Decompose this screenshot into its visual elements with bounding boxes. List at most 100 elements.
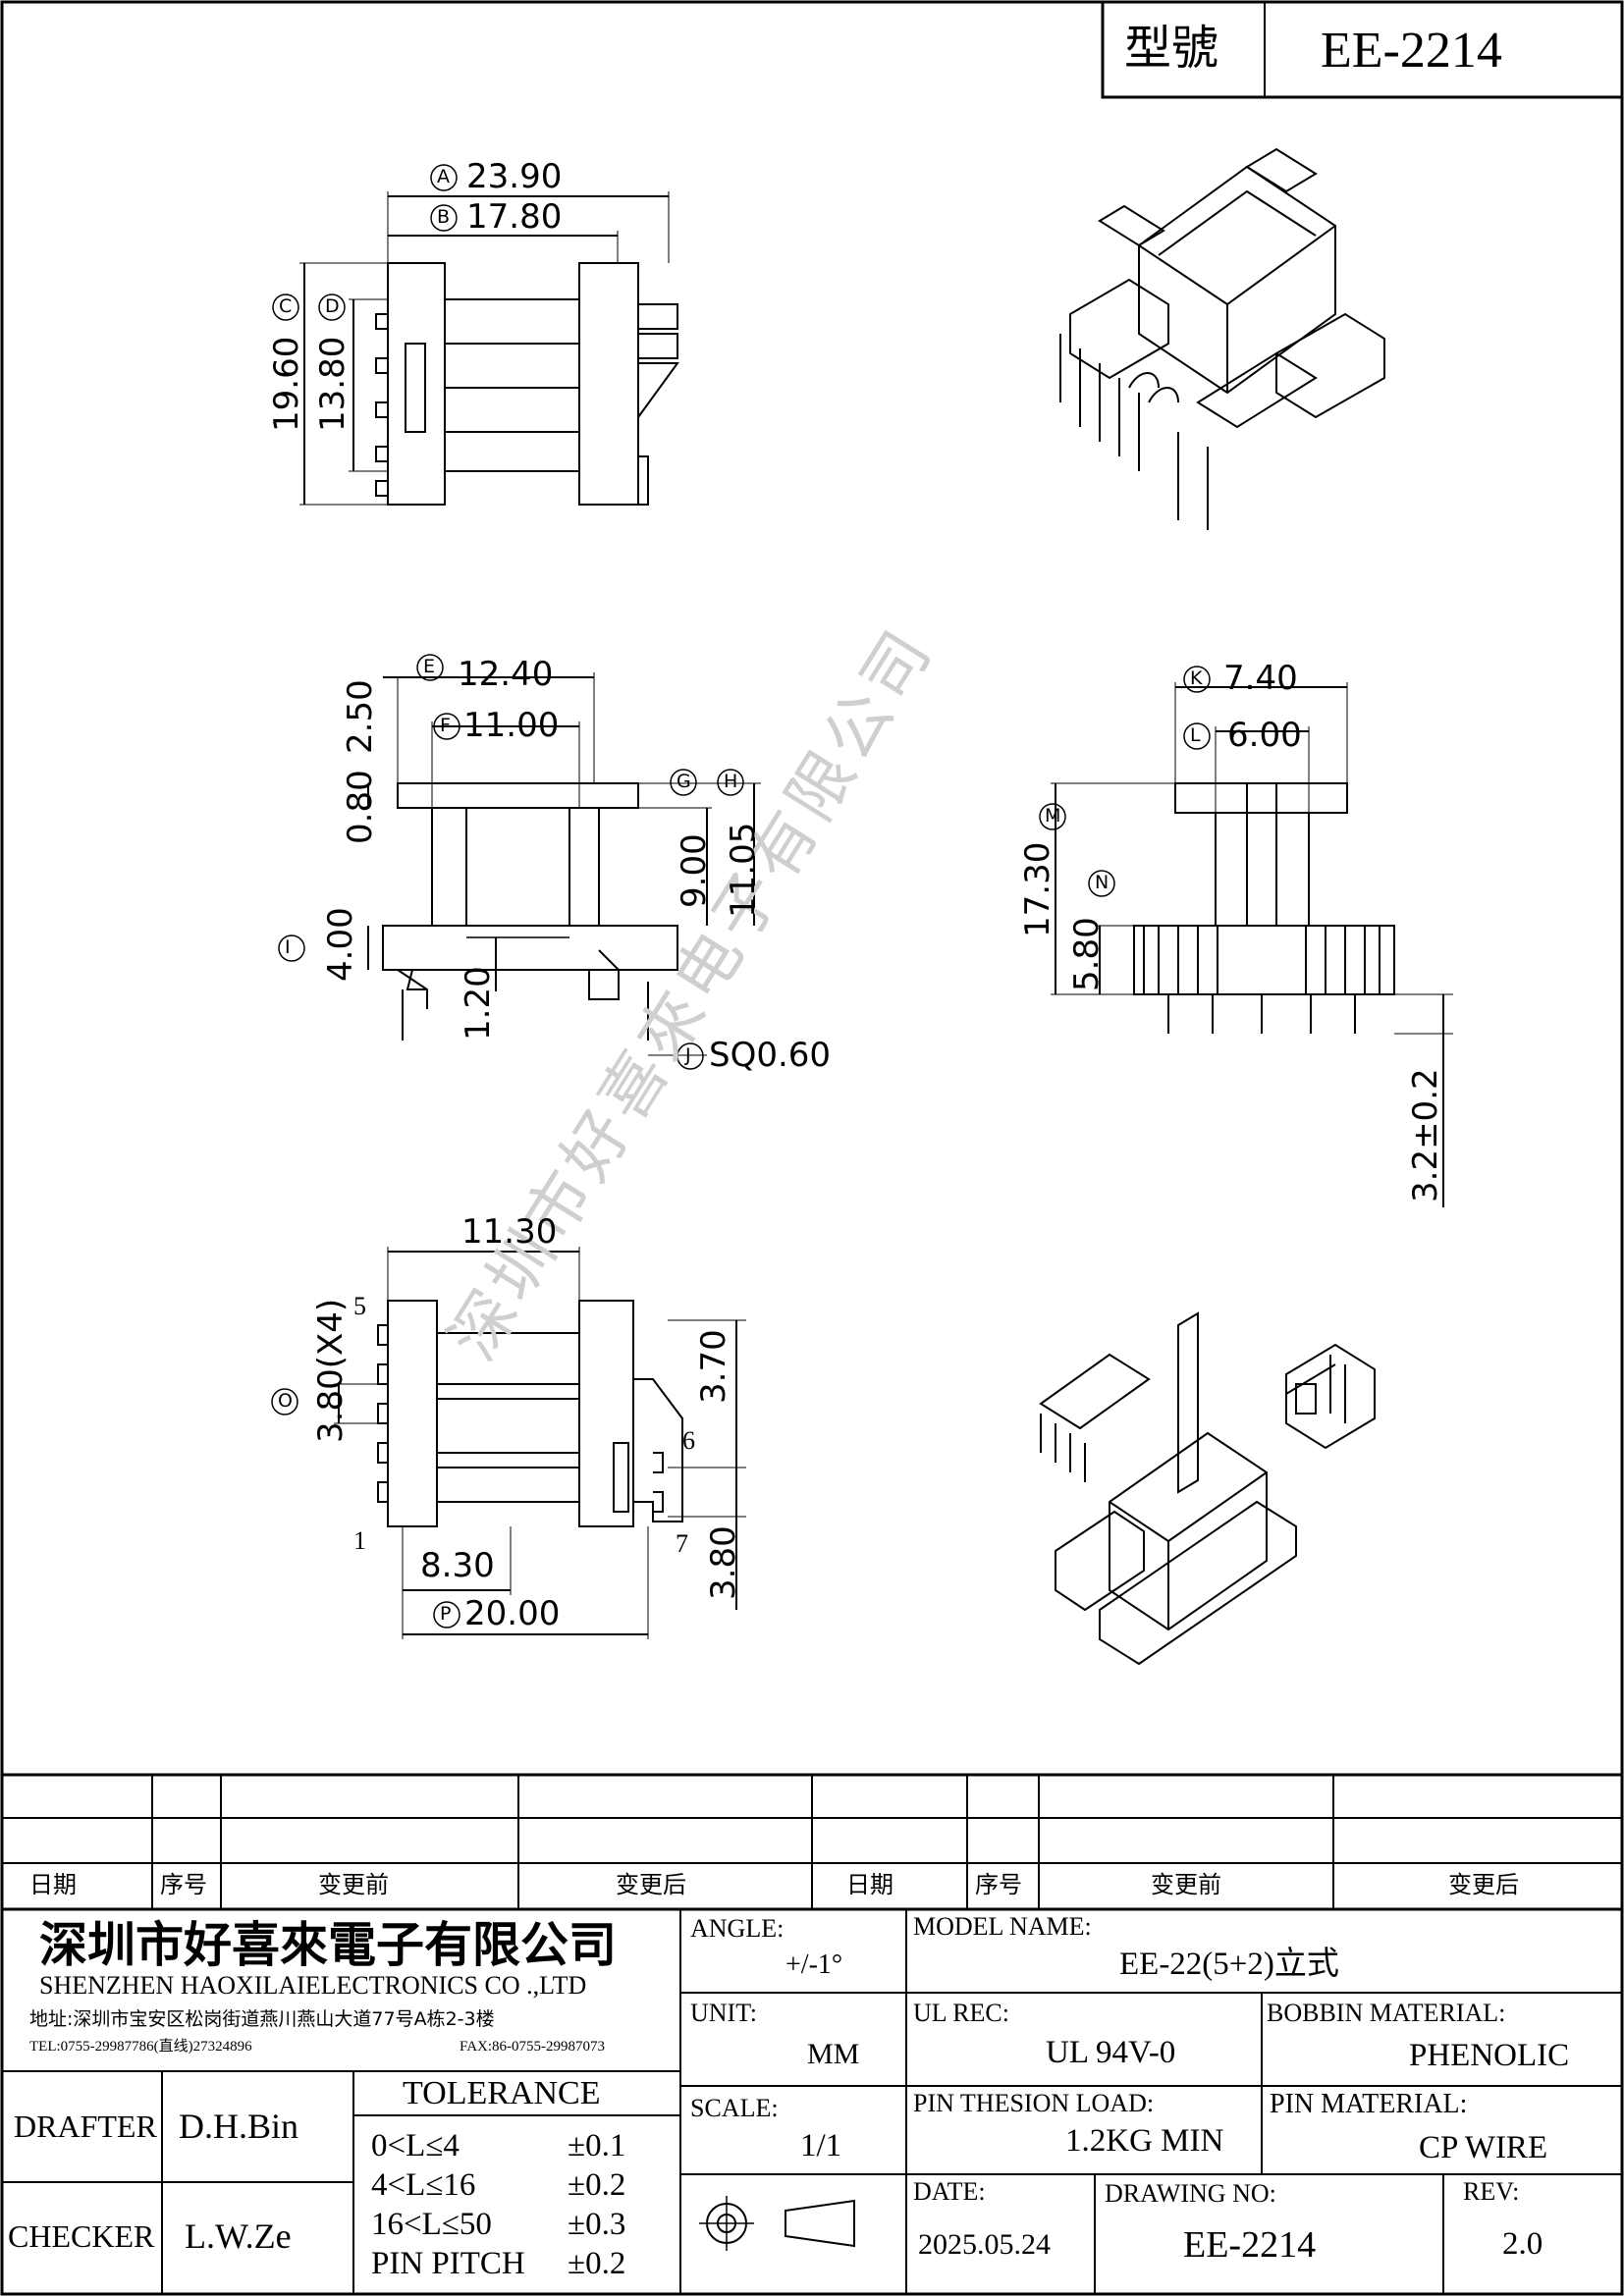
dim-9-00: 9.00 <box>675 833 714 908</box>
angle-value: +/-1° <box>785 1949 843 1980</box>
rev-header-before-1: 变更前 <box>318 1871 389 1898</box>
dim-m: 17.30 <box>1018 841 1057 937</box>
pin-1-label: 1 <box>353 1526 366 1555</box>
drawing-no-label: DRAWING NO: <box>1105 2179 1276 2208</box>
front-view <box>1051 682 1453 1207</box>
dim-4-00: 4.00 <box>321 907 360 982</box>
marker-k: K <box>1190 667 1203 689</box>
dim-l: 6.00 <box>1227 716 1302 755</box>
marker-c: C <box>279 295 293 317</box>
tension-value: 1.2KG MIN <box>1065 2123 1224 2159</box>
rev-header-after-1: 变更后 <box>616 1871 686 1898</box>
tolerance-range-3: 16<L≤50 <box>371 2207 492 2242</box>
dim-pin-length: 3.2±0.2 <box>1406 1068 1445 1202</box>
checker-label: CHECKER <box>8 2218 155 2254</box>
pin-7-label: 7 <box>676 1529 688 1558</box>
model-label: 型號 <box>1124 21 1219 76</box>
date-label: DATE: <box>913 2177 986 2206</box>
marker-o: O <box>278 1390 293 1412</box>
tolerance-value-2: ±0.2 <box>568 2167 626 2203</box>
rev-header-seq-1: 序号 <box>160 1871 207 1898</box>
company-tel: TEL:0755-29987786(直线)27324896 <box>29 2039 252 2055</box>
dim-f: 11.00 <box>463 706 560 745</box>
dim-d: 13.80 <box>313 336 352 432</box>
rev-value: 2.0 <box>1502 2226 1543 2262</box>
tolerance-value-4: ±0.2 <box>568 2246 626 2281</box>
side-view <box>367 672 761 1056</box>
marker-g: G <box>677 771 691 792</box>
marker-d: D <box>325 295 340 317</box>
bobbin-label: BOBBIN MATERIAL: <box>1267 1999 1506 2027</box>
dim-c: 19.60 <box>267 336 306 432</box>
company-name-cn: 深圳市好喜來電子有限公司 <box>39 1918 618 1972</box>
scale-value: 1/1 <box>800 2128 842 2163</box>
tolerance-title: TOLERANCE <box>403 2075 601 2111</box>
company-address: 地址:深圳市宝安区松岗街道燕川燕山大道77号A栋2-3楼 <box>29 2008 495 2030</box>
dim-p: 20.00 <box>464 1594 561 1633</box>
rev-header-date-2: 日期 <box>846 1871 893 1898</box>
dim-8-30: 8.30 <box>420 1546 495 1585</box>
unit-label: UNIT: <box>690 1999 758 2027</box>
rev-label: REV: <box>1463 2177 1520 2206</box>
title-block-frame <box>1101 0 1624 99</box>
rev-header-before-2: 变更前 <box>1151 1871 1221 1898</box>
dim-0-80: 0.80 <box>341 770 380 844</box>
dim-a: 23.90 <box>466 157 563 196</box>
dim-pitch-x4: 3.80(X4) <box>311 1298 351 1443</box>
checker-name: L.W.Ze <box>185 2216 292 2256</box>
marker-f: F <box>440 715 451 736</box>
company-name-en: SHENZHEN HAOXILAIELECTRONICS CO .,LTD <box>39 1971 587 2000</box>
pin-5-label: 5 <box>353 1292 366 1320</box>
company-fax: FAX:86-0755-29987073 <box>460 2039 606 2055</box>
angle-label: ANGLE: <box>690 1914 785 1943</box>
pin-6-label: 6 <box>682 1426 695 1455</box>
scale-label: SCALE: <box>690 2094 779 2122</box>
tolerance-range-2: 4<L≤16 <box>371 2167 476 2203</box>
ul-label: UL REC: <box>913 1999 1009 2027</box>
iso-view-bottom <box>1039 1311 1376 1666</box>
dim-n: 5.80 <box>1067 917 1107 991</box>
rev-header-date-1: 日期 <box>29 1871 77 1898</box>
model-name-label: MODEL NAME: <box>913 1912 1092 1941</box>
dim-3-70: 3.70 <box>694 1329 733 1404</box>
pin-material-value: CP WIRE <box>1419 2130 1548 2165</box>
tolerance-range-4: PIN PITCH <box>371 2246 525 2281</box>
dim-11-30: 11.30 <box>461 1212 558 1252</box>
dim-1-20: 1.20 <box>459 966 498 1041</box>
iso-view-top <box>1059 147 1385 530</box>
ul-value: UL 94V-0 <box>1046 2035 1176 2070</box>
model-number: EE-2214 <box>1321 23 1502 79</box>
tolerance-value-3: ±0.3 <box>568 2207 626 2242</box>
unit-value: MM <box>807 2038 860 2070</box>
marker-j: J <box>685 1044 691 1066</box>
dim-11-05: 11.05 <box>724 822 763 918</box>
marker-b: B <box>437 206 451 228</box>
top-view <box>299 191 679 506</box>
tension-label: PIN THESION LOAD: <box>913 2089 1155 2117</box>
marker-a: A <box>437 166 450 187</box>
rev-header-after-2: 变更后 <box>1448 1871 1519 1898</box>
model-name-value: EE-22(5+2)立式 <box>1119 1947 1339 1982</box>
dim-e: 12.40 <box>458 655 554 694</box>
dim-2-50: 2.50 <box>341 679 380 754</box>
dim-3-80: 3.80 <box>704 1525 743 1600</box>
marker-e: E <box>423 656 436 677</box>
tolerance-range-1: 0<L≤4 <box>371 2128 460 2163</box>
table-lines <box>2 1773 1622 2294</box>
marker-n: N <box>1095 872 1110 893</box>
circle-markers <box>271 164 1211 1629</box>
bottom-view <box>334 1247 746 1639</box>
marker-m: M <box>1045 805 1061 827</box>
marker-h: H <box>724 771 738 792</box>
dim-b: 17.80 <box>466 197 563 237</box>
marker-l: L <box>1190 724 1201 746</box>
dim-sq: SQ0.60 <box>709 1036 832 1075</box>
rev-header-seq-2: 序号 <box>975 1871 1022 1898</box>
pin-material-label: PIN MATERIAL: <box>1270 2089 1468 2119</box>
tolerance-value-1: ±0.1 <box>568 2128 626 2163</box>
drawing-no-value: EE-2214 <box>1183 2224 1317 2266</box>
drafter-name: D.H.Bin <box>179 2107 299 2146</box>
marker-i: I <box>285 936 291 958</box>
